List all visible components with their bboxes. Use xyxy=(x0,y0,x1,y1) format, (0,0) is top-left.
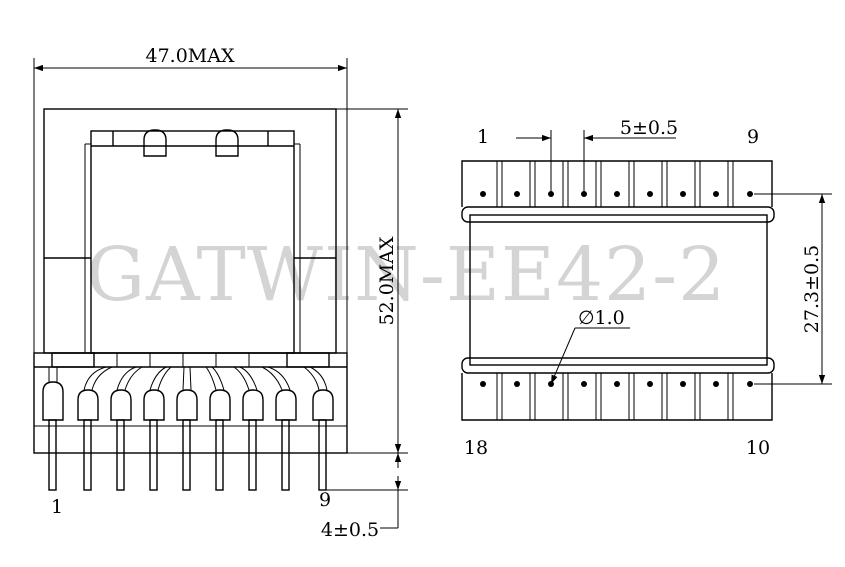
side-pin-label-9: 9 xyxy=(319,489,331,511)
bottom-slots xyxy=(496,373,734,421)
hole-dim-label: ∅1.0 xyxy=(578,307,625,329)
side-view: 47.0MAX 52.0MAX 4±0.5 1 9 xyxy=(33,45,408,541)
pitch-dim-label: 5±0.5 xyxy=(620,117,678,139)
pin-length-label: 4±0.5 xyxy=(321,519,379,541)
top-slots xyxy=(496,160,734,207)
side-pin-1 xyxy=(42,367,64,491)
width-dim-label: 47.0MAX xyxy=(145,45,234,67)
top-rail xyxy=(461,206,775,223)
bottom-body xyxy=(469,214,768,366)
top-pin-row xyxy=(461,160,773,207)
bottom-view-pin-9: 9 xyxy=(747,126,759,148)
side-pin-9 xyxy=(303,366,334,491)
side-pin-5 xyxy=(176,366,198,491)
base-slots xyxy=(116,353,250,367)
side-pin-3 xyxy=(110,366,143,491)
bottom-view-pin-10: 10 xyxy=(746,437,770,459)
watermark-text: GATWIN-EE42-2 xyxy=(86,232,726,318)
side-pin-2 xyxy=(77,366,113,491)
side-pin-6 xyxy=(205,366,231,491)
clip-left xyxy=(143,129,167,157)
side-pin-4 xyxy=(143,366,172,491)
bottom-rail xyxy=(461,357,775,374)
bottom-view-pin-18: 18 xyxy=(464,437,488,459)
row-spacing-label: 27.3±0.5 xyxy=(801,245,823,333)
side-pin-7 xyxy=(233,366,264,491)
bottom-view: 5±0.5 27.3±0.5 ∅1.0 1 9 18 10 xyxy=(461,117,832,459)
bottom-pin-row xyxy=(461,373,773,421)
top-pin-holes xyxy=(480,191,753,197)
clip-right xyxy=(215,129,239,157)
side-pins xyxy=(42,366,334,491)
side-pin-8 xyxy=(261,366,297,491)
side-pin-label-1: 1 xyxy=(51,496,63,518)
bottom-view-pin-1: 1 xyxy=(477,126,489,148)
height-dim-label: 52.0MAX xyxy=(376,236,398,325)
bottom-pin-holes xyxy=(480,381,753,387)
